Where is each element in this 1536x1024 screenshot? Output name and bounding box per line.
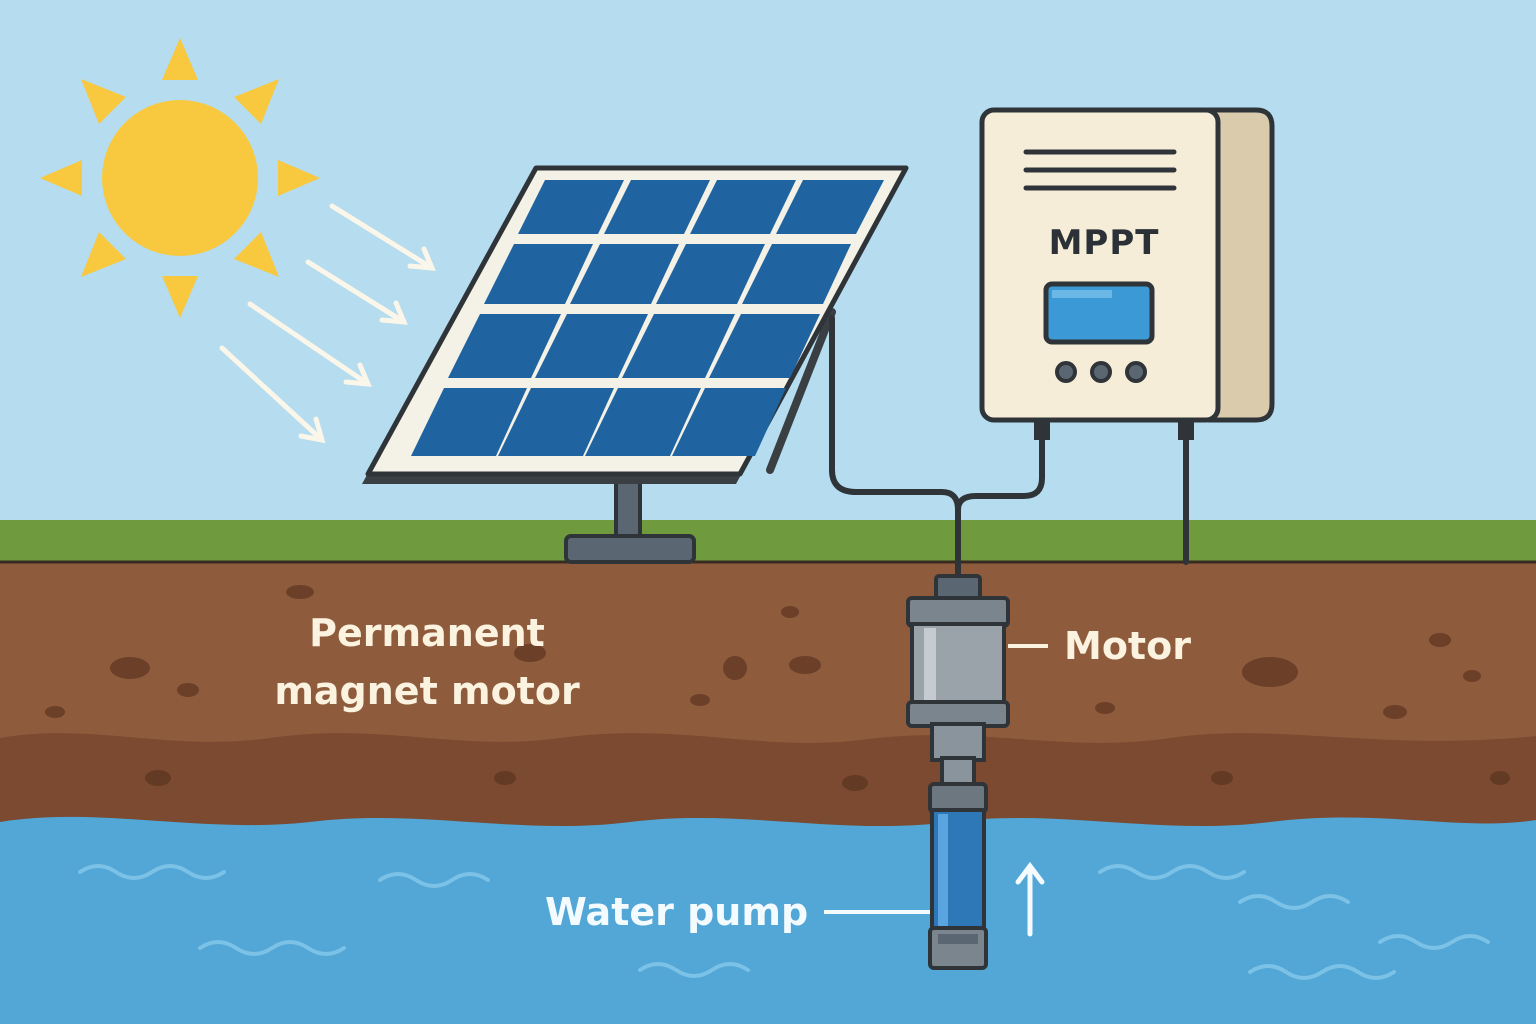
water-ripples xyxy=(78,864,1490,980)
groundwater xyxy=(0,816,1536,1024)
grass-strip xyxy=(0,520,1536,564)
water-pump-label: Water pump xyxy=(545,890,809,934)
sun-icon xyxy=(40,38,320,318)
motor-label: Motor xyxy=(1064,624,1191,668)
cables xyxy=(829,315,1189,583)
soil-speckles-lower xyxy=(145,770,1510,791)
permanent-magnet-motor-label: Permanent magnet motor xyxy=(274,611,580,713)
sunlight-arrows xyxy=(219,203,436,444)
water-flow-arrow xyxy=(1015,861,1045,937)
mppt-label: MPPT xyxy=(1048,223,1160,263)
panel-stand xyxy=(564,308,836,564)
solar-panel xyxy=(362,165,909,484)
motor-unit xyxy=(906,574,1010,788)
soil-speckles xyxy=(45,585,1481,719)
controller-display xyxy=(1043,281,1155,345)
soil-lower-layer xyxy=(0,733,1536,840)
controller-knobs xyxy=(1055,361,1147,383)
water-pump xyxy=(928,782,988,970)
mppt-controller xyxy=(979,107,1275,440)
